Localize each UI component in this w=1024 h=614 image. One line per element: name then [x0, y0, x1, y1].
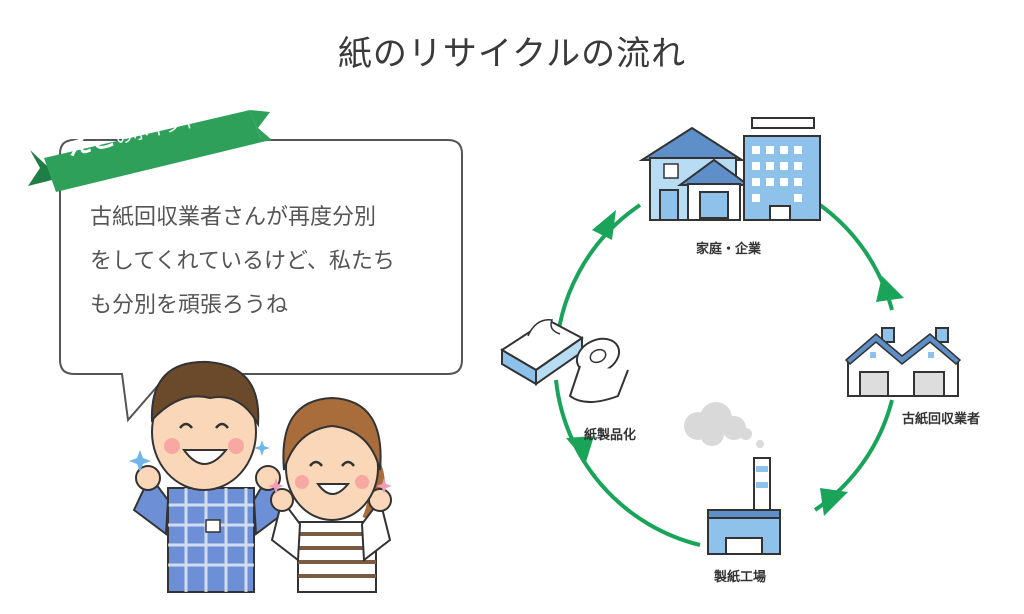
point-ribbon	[28, 110, 272, 192]
sparkle-icons	[129, 440, 392, 494]
arrowhead-3	[820, 488, 848, 516]
paper-products-icon	[500, 318, 629, 403]
speech-bubble	[59, 139, 463, 423]
smoke-cloud-icon	[684, 402, 764, 448]
paper-mill-icon	[707, 457, 781, 555]
girl-illustration	[270, 396, 392, 593]
boy-illustration	[132, 360, 290, 593]
cycle-arrowheads	[566, 210, 904, 516]
warehouse-icon	[844, 327, 962, 397]
bubble-line: も分別を頑張ろうね	[90, 293, 289, 318]
bubble-line: 古紙回収業者さんが再度分別	[90, 205, 377, 230]
arrowhead-2	[876, 276, 904, 302]
arrowhead-4	[566, 436, 594, 462]
bubble-line: をしてくれているけど、私たち	[90, 249, 395, 274]
label-collector: 古紙回収業者	[902, 412, 981, 427]
label-mill: 製紙工場	[714, 570, 767, 585]
home-office-icon	[638, 117, 821, 221]
arrowhead-1	[592, 210, 616, 240]
bubble-message: 古紙回収業者さんが再度分別 をしてくれているけど、私たち も分別を頑張ろうね	[90, 196, 450, 328]
label-product: 紙製品化	[584, 428, 637, 443]
label-home: 家庭・企業	[696, 242, 762, 257]
page-title: 紙のリサイクルの流れ	[337, 34, 687, 74]
